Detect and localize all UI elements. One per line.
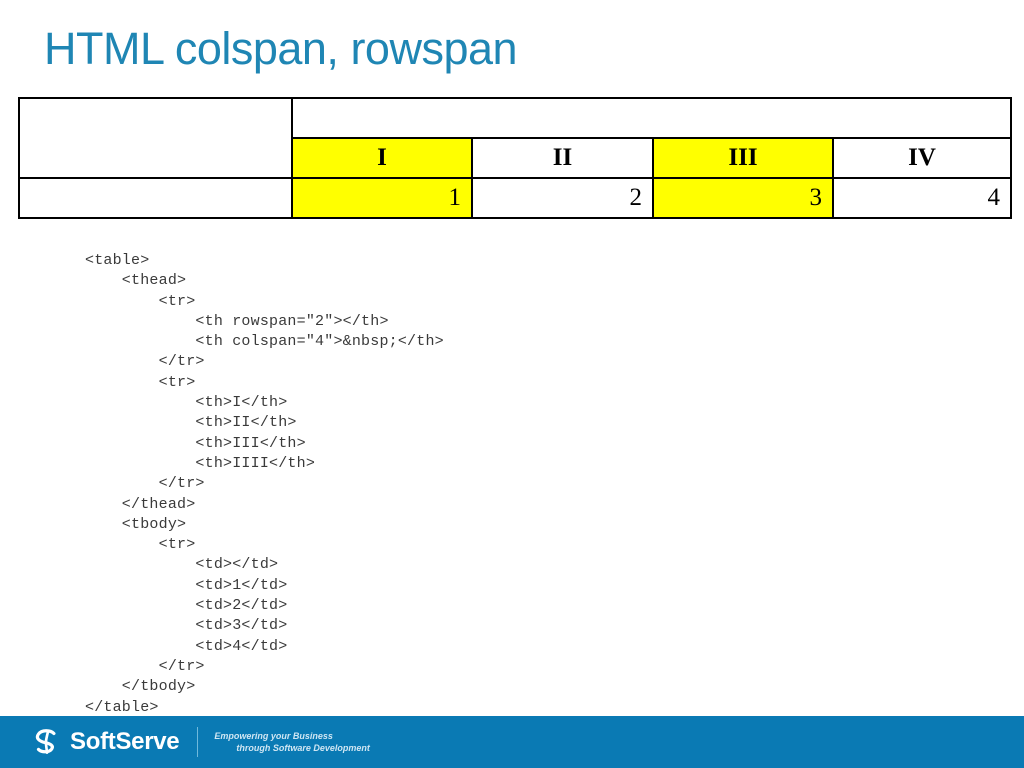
footer-branding: SoftServe Empowering your Business throu…	[30, 722, 370, 762]
table-row: I II III IV	[19, 137, 1012, 179]
header-cell-4: IV	[832, 137, 1012, 179]
softserve-logo-icon	[35, 729, 56, 754]
example-table-head: I II III IV	[18, 97, 1012, 179]
table-row	[18, 97, 1012, 179]
corner-rowspan-cell	[18, 97, 293, 179]
header-cell-1: I	[291, 137, 473, 179]
table-row: 1 2 3 4	[18, 177, 1012, 219]
page-title: HTML colspan, rowspan	[44, 23, 518, 74]
html-code-listing: <table> <thead> <tr> <th rowspan="2"></t…	[85, 252, 444, 716]
example-table-container: I II III IV 1 2 3 4	[18, 97, 1012, 219]
softserve-logo-text: SoftServe	[70, 728, 180, 755]
footer-bar	[0, 716, 1024, 768]
colspan-spacer-cell	[291, 97, 1012, 139]
body-cell-4: 4	[832, 177, 1012, 219]
footer-tagline: Empowering your Business through Softwar…	[214, 718, 370, 766]
header-cell-3: III	[652, 137, 834, 179]
body-cell-3: 3	[652, 177, 834, 219]
footer-divider	[197, 727, 199, 757]
body-cell-empty	[18, 177, 293, 219]
footer-tagline-line1: Empowering your Business	[214, 731, 333, 741]
footer-tagline-line2: through Software Development	[236, 743, 370, 753]
example-table: I II III IV 1 2 3 4	[18, 97, 1012, 219]
example-table-body: 1 2 3 4	[18, 177, 1012, 219]
body-cell-2: 2	[471, 177, 654, 219]
body-cell-1: 1	[291, 177, 473, 219]
header-cell-2: II	[471, 137, 654, 179]
